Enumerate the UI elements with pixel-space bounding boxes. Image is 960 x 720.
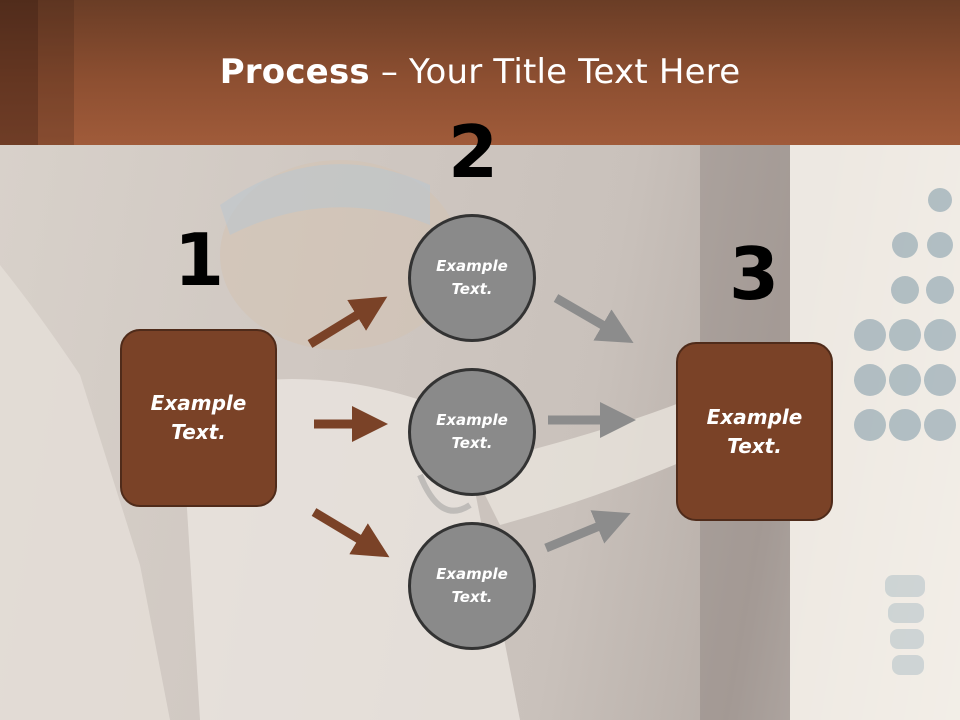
step-1-text-line1: Example <box>150 391 247 415</box>
title-bar: Process – Your Title Text Here <box>0 0 960 145</box>
step-3-text-line1: Example <box>706 404 803 429</box>
step-1-text-line2: Text. <box>171 420 226 444</box>
step-number-2: 2 <box>447 110 499 194</box>
arrow-to-circle-top <box>307 296 388 348</box>
step-number-3: 3 <box>728 232 780 316</box>
circle-middle-text-line1: Example <box>436 411 508 429</box>
title-bar-accent <box>0 0 38 145</box>
arrow-from-circle-top <box>553 294 634 344</box>
step-number-1: 1 <box>173 218 225 302</box>
circle-top-text-line2: Text. <box>451 280 493 298</box>
circle-bottom-text-line1: Example <box>436 565 508 583</box>
step-3-text: Example Text. <box>707 403 803 461</box>
slide-title-bold: Process <box>219 52 370 92</box>
circle-middle-text-line2: Text. <box>451 434 493 452</box>
step-1-box[interactable]: Example Text. <box>120 329 277 507</box>
arrow-from-circle-bottom <box>544 510 631 553</box>
arrow-to-circle-bottom <box>311 508 390 558</box>
circle-top-text-line1: Example <box>436 257 508 275</box>
circle-bottom-text-line2: Text. <box>451 588 493 606</box>
process-circle-top[interactable]: Example Text. <box>408 214 536 342</box>
process-circle-middle[interactable]: Example Text. <box>408 368 536 496</box>
slide-title[interactable]: Process – Your Title Text Here <box>0 52 960 92</box>
slide-title-rest: – Your Title Text Here <box>369 52 741 92</box>
title-bar-accent-secondary <box>38 0 74 145</box>
step-1-text: Example Text. <box>151 389 247 447</box>
step-3-text-line2: Text. <box>727 433 782 458</box>
step-3-box[interactable]: Example Text. <box>676 342 833 521</box>
process-circle-bottom[interactable]: Example Text. <box>408 522 536 650</box>
